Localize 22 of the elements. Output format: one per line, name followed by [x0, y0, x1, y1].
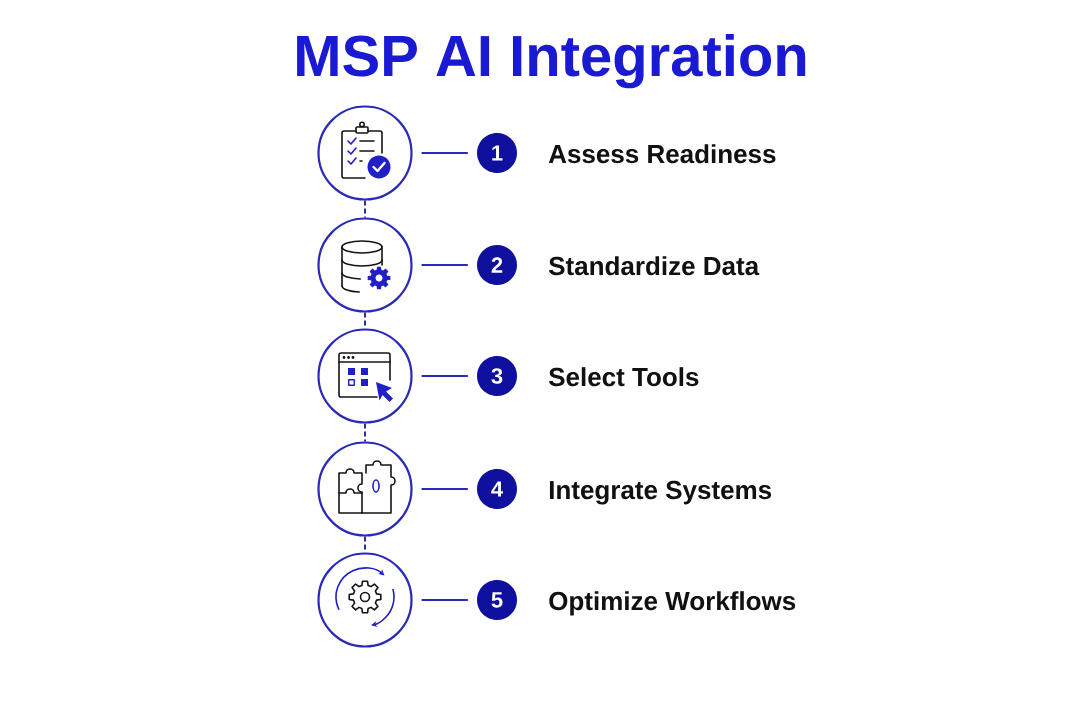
- connector-line: [420, 599, 469, 601]
- step-label: Select Tools: [548, 367, 699, 387]
- icon-circle: [317, 105, 413, 201]
- connector-line: [420, 375, 469, 377]
- step-label: Integrate Systems: [549, 480, 772, 505]
- step-label: Standardize Data: [548, 256, 760, 276]
- icon-circle: [317, 328, 413, 424]
- step-label: Assess Readiness: [548, 144, 776, 164]
- icon-circle: [317, 217, 413, 313]
- step-number: 3: [477, 356, 517, 396]
- connector-line: [420, 264, 469, 266]
- step-number: 4: [477, 469, 517, 509]
- step-number: 2: [477, 245, 517, 285]
- connector-line: [420, 488, 469, 490]
- icon-circle: [317, 552, 413, 648]
- step-number: 5: [477, 580, 517, 620]
- connector-line: [364, 422, 366, 443]
- step-number: 1: [477, 133, 517, 173]
- title: MSP AI Integration: [297, 33, 806, 89]
- icon-circle: [317, 441, 413, 537]
- connector-line: [420, 152, 469, 154]
- step-label: Optimize Workflows: [549, 591, 796, 616]
